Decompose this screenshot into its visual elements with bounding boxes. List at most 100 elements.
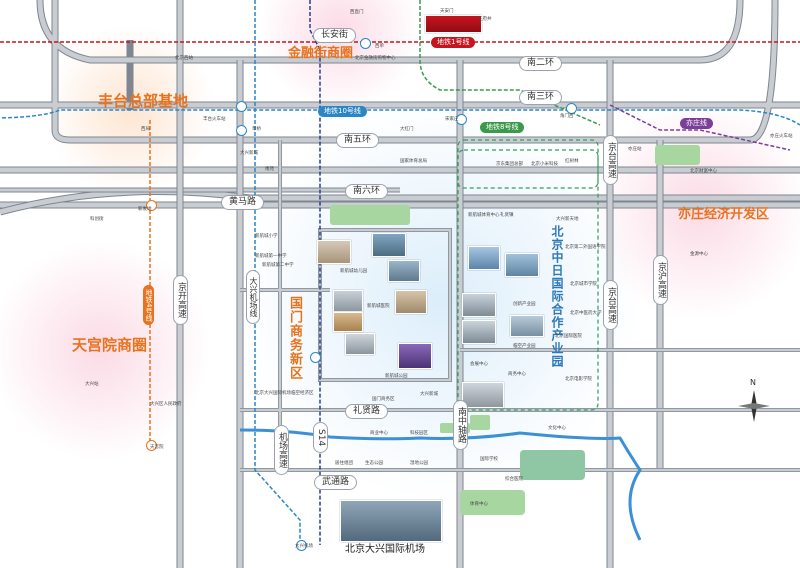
airport-line-path bbox=[309, 0, 321, 545]
station-marker[interactable] bbox=[146, 200, 157, 211]
changan-road-label: 长安街 bbox=[313, 28, 357, 43]
poi-label: 北京财富中心 bbox=[690, 169, 717, 174]
poi-label: 新航城幼儿园 bbox=[340, 269, 367, 274]
poi-label: 会展中心 bbox=[470, 362, 488, 367]
poi-label: 大兴新城 bbox=[420, 392, 438, 397]
ring5-road-label: 南五环 bbox=[336, 133, 380, 148]
poi-label: 新航城第一中学 bbox=[255, 254, 287, 259]
ring3-road-label: 南三环 bbox=[519, 90, 563, 105]
poi-label: 西局 bbox=[141, 127, 150, 132]
station-marker[interactable] bbox=[236, 101, 247, 112]
park-yz bbox=[655, 145, 700, 165]
photo-tile bbox=[333, 312, 363, 332]
station-marker[interactable] bbox=[310, 352, 321, 363]
poi-label: 天安门 bbox=[440, 9, 454, 14]
station-marker[interactable] bbox=[566, 103, 577, 114]
photo-tile-purple bbox=[398, 343, 432, 369]
line10-path bbox=[0, 109, 800, 126]
poi-label: 临空产业园 bbox=[513, 344, 536, 349]
line8-path bbox=[419, 0, 601, 126]
poi-label: 丰台火车站 bbox=[203, 117, 226, 122]
station-marker[interactable] bbox=[456, 114, 467, 125]
tiangongyuan-halo bbox=[0, 240, 210, 460]
poi-label: 天宫院 bbox=[150, 445, 164, 450]
poi-label: 文化中心 bbox=[548, 426, 566, 431]
poi-label: 新航城第二中学 bbox=[262, 263, 294, 268]
poi-label: 大红门 bbox=[400, 127, 414, 132]
poi-label: 角门西 bbox=[560, 114, 574, 119]
jinghu-road-label: 京沪高速 bbox=[653, 255, 668, 305]
poi-label: 国门商务区 bbox=[372, 397, 395, 402]
poi-label: 金源中心 bbox=[690, 252, 708, 257]
station-marker[interactable] bbox=[146, 440, 157, 451]
airport-exp-road-label: 机场高速 bbox=[274, 425, 289, 475]
poi-label: 创新产业园 bbox=[513, 302, 536, 307]
ring2-road-label: 南二环 bbox=[519, 56, 563, 71]
line8-badge: 地铁8号线 bbox=[480, 122, 525, 133]
financial-district-title: 金融街商圈 bbox=[288, 46, 354, 61]
poi-label: 新航城体育中心 bbox=[468, 213, 500, 218]
photo-tile bbox=[333, 290, 363, 312]
poi-label: 综合医院 bbox=[505, 477, 523, 482]
park-top bbox=[330, 205, 410, 225]
poi-label: 新航城小学 bbox=[255, 234, 278, 239]
poi-label: 北京城市学院 bbox=[570, 282, 597, 287]
poi-label: 西直门 bbox=[350, 10, 364, 15]
station-marker[interactable] bbox=[360, 38, 371, 49]
poi-label: 体育中心 bbox=[470, 502, 488, 507]
photo-tile bbox=[462, 293, 496, 317]
poi-label: 科技园区 bbox=[410, 431, 428, 436]
poi-label: 北京国际医院 bbox=[555, 334, 582, 339]
poi-label: 大兴新天地 bbox=[556, 217, 579, 222]
photo-tile bbox=[468, 246, 500, 270]
ring6-road-label: 南六环 bbox=[345, 184, 389, 199]
photo-tile bbox=[317, 240, 351, 264]
jingkai-road-label: 京开高速 bbox=[173, 275, 188, 325]
photo-tile bbox=[505, 253, 539, 277]
station-marker[interactable] bbox=[236, 125, 247, 136]
park-sout bbox=[460, 490, 525, 515]
poi-label: 大兴机场 bbox=[295, 544, 313, 549]
line1-badge: 地铁1号线 bbox=[431, 37, 476, 48]
photo-tile bbox=[510, 315, 544, 337]
photo-tile bbox=[462, 320, 496, 344]
airport-photo bbox=[340, 500, 442, 542]
airport-caption: 北京大兴国际机场 bbox=[345, 544, 425, 555]
station-marker[interactable] bbox=[296, 540, 307, 551]
compass-north-label: N bbox=[750, 378, 756, 387]
poi-label: 宋家庄 bbox=[445, 117, 459, 122]
photo-tile bbox=[345, 333, 375, 355]
photo-tile bbox=[462, 382, 504, 408]
poi-label: 新发地 bbox=[138, 207, 152, 212]
poi-label: 京东集团总部 bbox=[496, 162, 523, 167]
yizhuang-line-badge: 亦庄线 bbox=[680, 118, 713, 129]
wutong-road-label: 武通路 bbox=[314, 475, 358, 490]
poi-label: 草桥 bbox=[252, 127, 261, 132]
poi-label: 大兴新城 bbox=[240, 151, 258, 156]
poi-label: 北京金融街购物中心 bbox=[355, 56, 396, 61]
park-b bbox=[470, 415, 490, 430]
tiangongyuan-district-title: 天宫院商圈 bbox=[72, 336, 148, 354]
poi-label: 北京小米科技 bbox=[531, 162, 558, 167]
poi-label: 居住组团 bbox=[335, 461, 353, 466]
north-area bbox=[457, 139, 599, 189]
compass-rose: N bbox=[736, 379, 772, 424]
yizhuang-line-path bbox=[609, 104, 791, 151]
daxing-exp-road-label: 大兴机场线 bbox=[246, 270, 260, 324]
poi-label: 生态公园 bbox=[365, 461, 383, 466]
poi-label: 国家体育总局 bbox=[400, 159, 427, 164]
jingtai-north-road-label: 京台高速 bbox=[603, 135, 618, 185]
huangma-road-label: 黄马路 bbox=[221, 195, 265, 210]
poi-label: 礼贤镇 bbox=[500, 213, 514, 218]
poi-label: 南苑 bbox=[265, 167, 274, 172]
lixian-road-label: 礼贤路 bbox=[345, 404, 389, 419]
park-river bbox=[520, 450, 585, 480]
poi-label: 国际学校 bbox=[480, 457, 498, 462]
daxing-line-path bbox=[254, 0, 301, 545]
poi-label: 北京西站 bbox=[175, 56, 193, 61]
line10-badge: 地铁10号线 bbox=[318, 106, 367, 117]
poi-label: 亦庄站 bbox=[628, 147, 642, 152]
poi-label: 大兴站 bbox=[85, 382, 99, 387]
